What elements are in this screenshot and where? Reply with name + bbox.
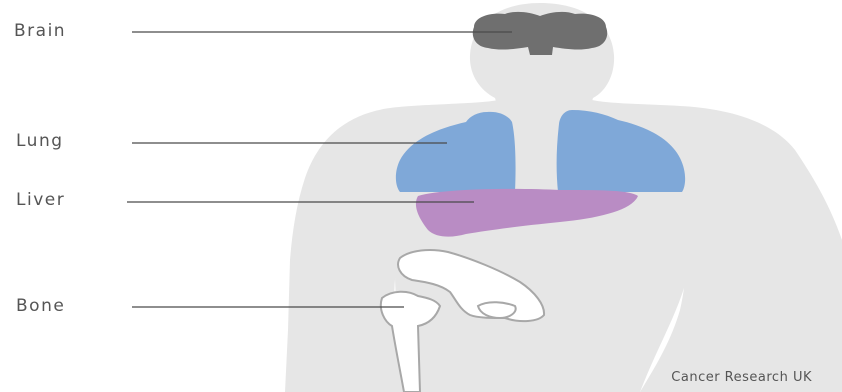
bone-label: Bone (16, 296, 65, 316)
brain-label: Brain (14, 21, 66, 41)
lung-label: Lung (16, 131, 64, 151)
source-credit: Cancer Research UK (671, 370, 812, 386)
brain-organ (473, 12, 607, 55)
liver-label: Liver (16, 190, 65, 210)
